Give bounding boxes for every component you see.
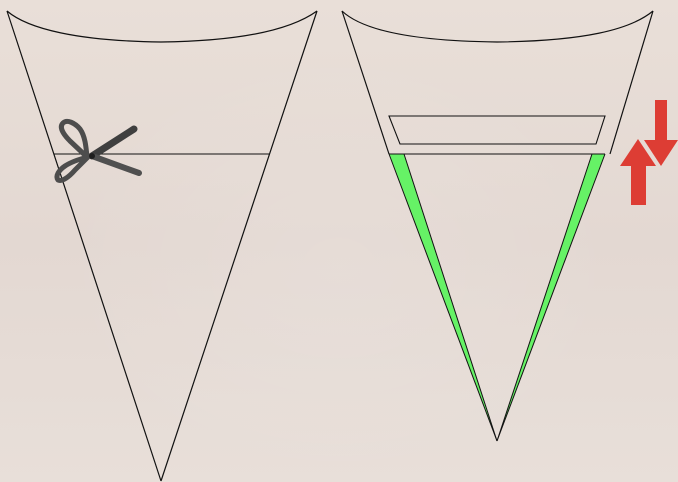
- scissors-blade-lower: [92, 156, 139, 173]
- scissors-handle-top: [61, 121, 87, 157]
- up-down-arrows-icon: [620, 100, 678, 205]
- right-cone-removed-band: [389, 116, 605, 144]
- right-cone-outer-left: [389, 154, 497, 441]
- left-cone-right-edge: [161, 11, 317, 481]
- right-cone-outer-right: [497, 154, 605, 441]
- left-cone-top-rim: [7, 11, 317, 42]
- left-cone-left-edge: [7, 11, 161, 481]
- right-cone: [342, 11, 653, 441]
- right-cone-top-rim: [342, 11, 653, 42]
- scissors-pivot: [89, 153, 95, 159]
- scissors-blade-upper: [92, 129, 134, 156]
- right-cone-left-edge-upper: [342, 11, 389, 154]
- scissors-icon: [57, 121, 139, 180]
- right-cone-inner-right: [497, 154, 592, 441]
- right-cone-inner-left: [404, 154, 497, 441]
- left-cone: [7, 11, 317, 481]
- right-cone-right-edge-upper: [610, 11, 653, 154]
